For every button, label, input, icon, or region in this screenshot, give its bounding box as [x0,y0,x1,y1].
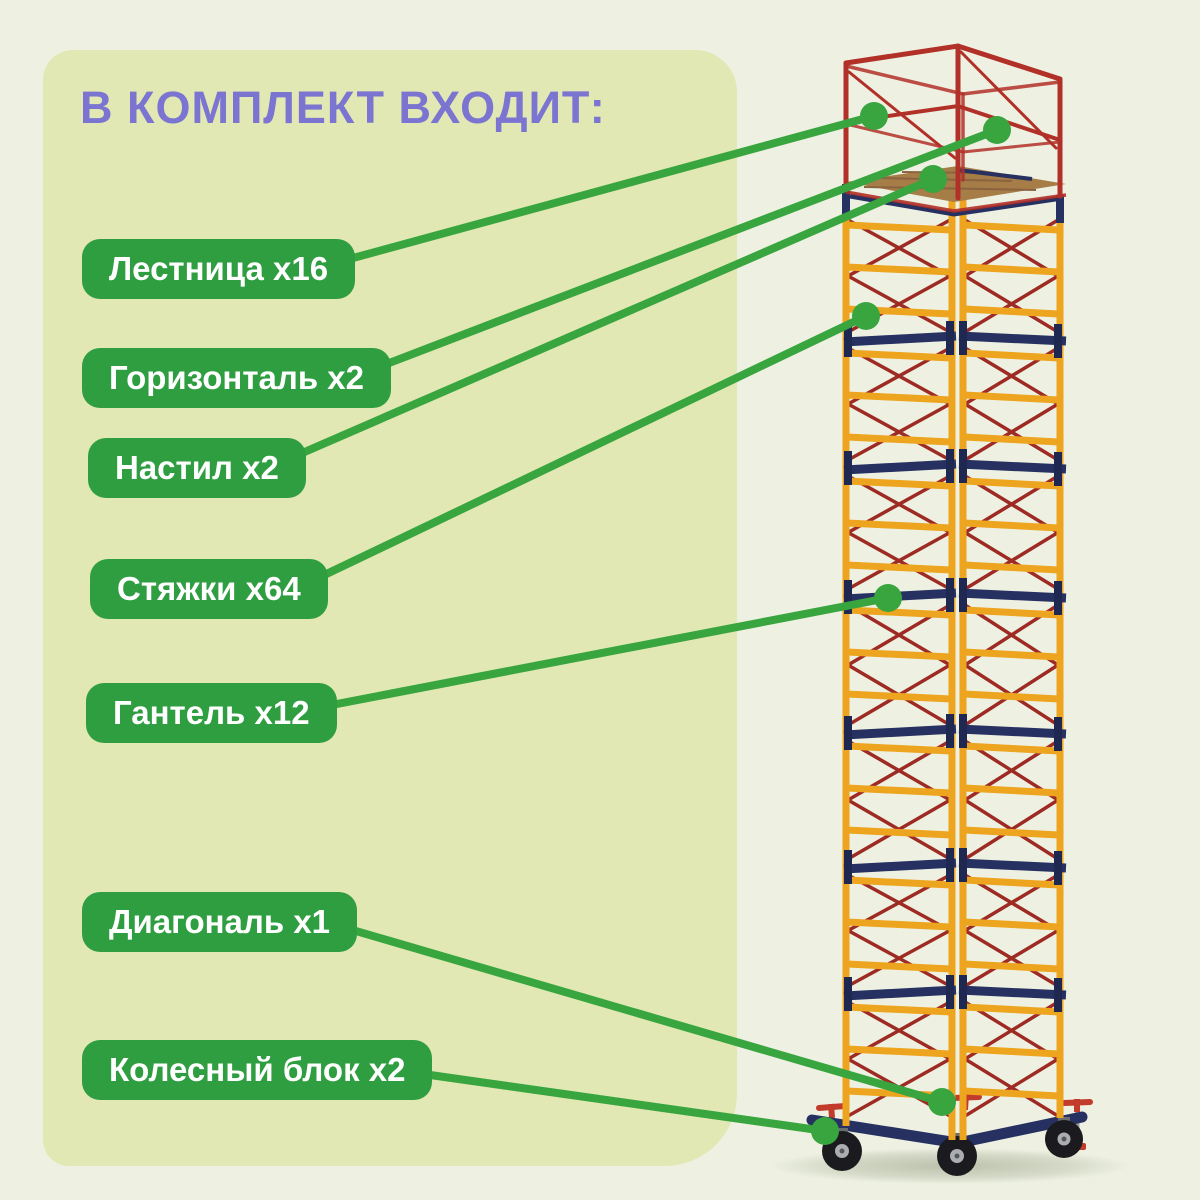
callout-dot-dumbbell [874,584,902,612]
tower-lattice [846,218,1060,1118]
callout-dot-ties [852,302,880,330]
callout-label-ladder: Лестница x16 [82,239,356,299]
callout-label-ties: Стяжки x64 [90,559,328,619]
callout-line-diagonal [321,918,946,1106]
tower-connector-bars [843,321,1067,1012]
callout-line-horizontal [346,126,1001,382]
wheel-right-icon [1045,1117,1083,1158]
callout-dots [811,102,1011,1145]
callout-line-ladder [316,112,878,271]
callout-lines [266,112,1001,1135]
callout-dot-horizontal [983,116,1011,144]
callout-label-diagonal: Диагональ x1 [82,892,358,952]
callout-line-ties [291,312,870,593]
callout-line-wheel [391,1066,829,1135]
callout-label-deck: Настил x2 [88,438,306,498]
callout-label-horizontal: Горизонталь x2 [82,348,391,408]
callout-line-deck [266,175,937,471]
callout-label-wheel-block: Колесный блок x2 [82,1040,433,1100]
callout-dot-deck [919,165,947,193]
callout-dot-diagonal [928,1088,956,1116]
scaffold-tower [806,43,1093,1176]
page-title: В КОМПЛЕКТ ВХОДИТ: [80,82,606,133]
callout-dot-wheel [811,1117,839,1145]
callout-label-dumbbell: Гантель x12 [86,683,337,743]
callout-dot-ladder [860,102,888,130]
callout-line-dumbbell [286,594,892,717]
